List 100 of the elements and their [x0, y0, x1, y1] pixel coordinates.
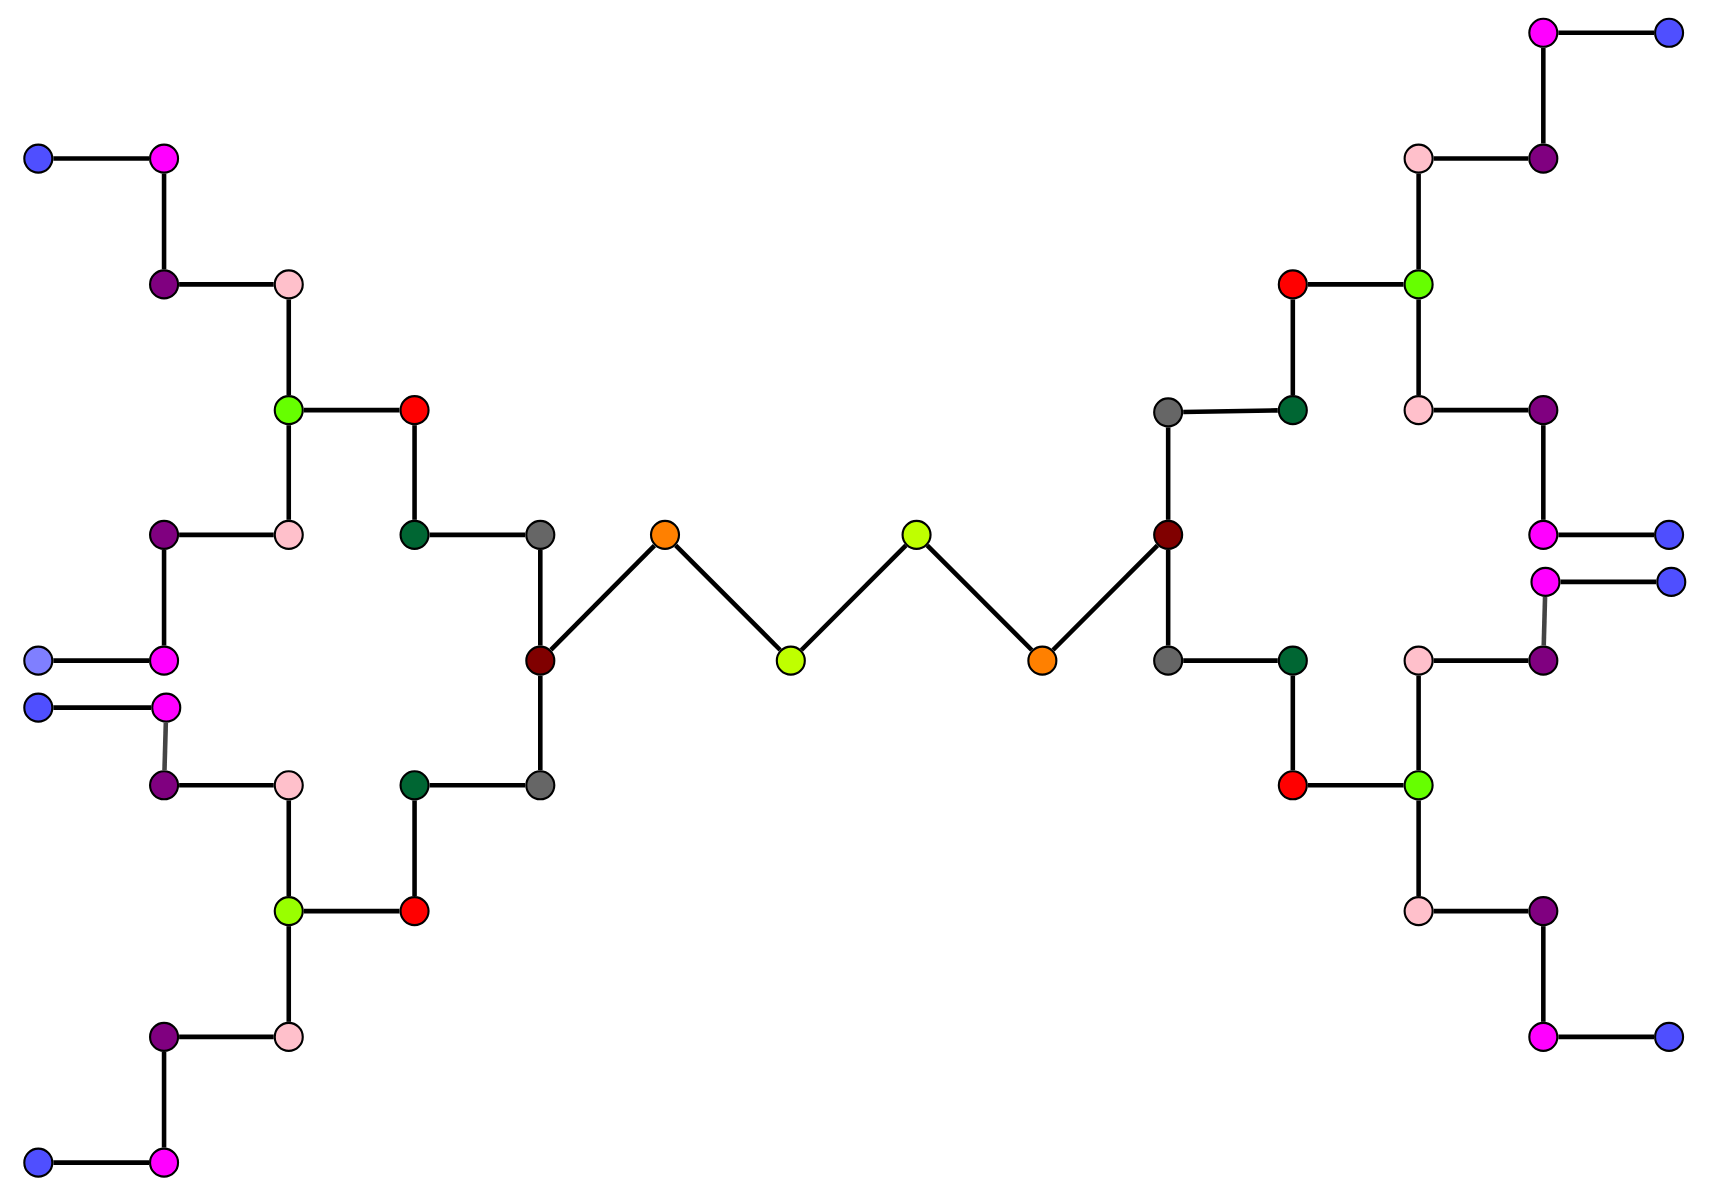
edge-line — [1165, 427, 1171, 520]
edge-line — [674, 543, 782, 652]
circle-node — [1277, 770, 1308, 801]
edge-line — [179, 783, 274, 788]
circle-node — [1654, 519, 1685, 550]
circle-node — [273, 770, 304, 801]
edge-line — [286, 425, 292, 520]
edge-line — [286, 926, 292, 1022]
circle-node — [1528, 143, 1559, 174]
circle-node — [149, 1021, 180, 1052]
edge-line — [538, 549, 543, 646]
circle-node — [1403, 395, 1434, 426]
circle-node — [1277, 645, 1308, 676]
edge-line — [1541, 596, 1548, 646]
edge-line — [1183, 408, 1278, 415]
edge-line — [1307, 282, 1404, 287]
edge-line — [799, 543, 908, 652]
edge-line — [286, 800, 292, 897]
edge-line — [925, 543, 1034, 652]
circle-node — [1027, 645, 1058, 676]
circle-node — [1153, 645, 1184, 676]
edge-line — [549, 543, 657, 652]
edge-line — [303, 908, 400, 914]
edge-line — [429, 783, 526, 788]
edge-line — [286, 299, 292, 396]
edge-line — [412, 800, 417, 897]
edge-line — [1165, 549, 1171, 646]
edge-line — [1416, 800, 1421, 897]
circle-node — [273, 519, 304, 550]
circle-node — [1528, 896, 1559, 927]
circle-node — [399, 896, 430, 927]
circle-node — [1277, 395, 1308, 426]
circle-node — [525, 519, 556, 550]
edge-line — [53, 1160, 149, 1165]
circle-node — [901, 519, 932, 550]
edge-line — [161, 1051, 167, 1148]
edge-line — [1416, 299, 1421, 396]
edge-line — [1558, 532, 1654, 538]
edge-line — [1290, 299, 1296, 396]
circle-node — [149, 1147, 180, 1178]
edge-line — [53, 705, 152, 710]
edge-line — [412, 425, 417, 520]
edge-line — [1051, 543, 1160, 652]
circle-node — [149, 269, 180, 300]
circle-node — [1403, 770, 1434, 801]
circle-node — [1528, 395, 1559, 426]
edge-line — [1433, 908, 1529, 914]
edge-line — [1290, 675, 1296, 771]
circle-node — [273, 269, 304, 300]
edge-line — [1433, 407, 1529, 413]
circle-node — [149, 143, 180, 174]
circle-node — [1277, 269, 1308, 300]
edge-line — [538, 675, 543, 771]
circle-node — [1530, 566, 1561, 597]
circle-node — [1403, 143, 1434, 174]
circle-node — [525, 770, 556, 801]
edge-line — [161, 173, 167, 270]
circle-node — [273, 395, 304, 426]
circle-node — [273, 1021, 304, 1052]
edge-line — [303, 407, 400, 413]
circle-node — [525, 645, 556, 676]
circle-node — [23, 143, 54, 174]
circle-node — [1403, 269, 1434, 300]
edge-line — [179, 1034, 274, 1040]
circle-node — [23, 1147, 54, 1178]
circle-node — [399, 395, 430, 426]
edge-line — [179, 532, 274, 538]
edge-line — [1307, 783, 1404, 788]
circle-node — [1153, 397, 1184, 428]
edge-line — [429, 532, 526, 538]
edge-line — [1558, 1034, 1654, 1040]
edge-line — [161, 549, 167, 646]
circle-node — [1153, 519, 1184, 550]
circle-node — [273, 896, 304, 927]
edge-line — [1541, 425, 1546, 520]
circle-node — [1654, 1021, 1685, 1052]
edge-line — [1416, 675, 1421, 771]
edge-line — [1560, 579, 1657, 585]
edge-line — [1541, 47, 1546, 144]
circle-node — [1528, 645, 1559, 676]
circle-node — [649, 519, 681, 550]
circle-node — [151, 692, 182, 723]
edge-line — [1541, 926, 1546, 1022]
circle-node — [399, 770, 430, 801]
circle-node — [1403, 645, 1434, 676]
circle-node — [1528, 1021, 1559, 1052]
circle-node — [149, 770, 180, 801]
circle-node — [1528, 519, 1559, 550]
circle-node — [23, 645, 54, 676]
edge-line — [1558, 30, 1654, 36]
circle-node — [399, 519, 430, 550]
edge-line — [53, 658, 149, 663]
edge-line — [1433, 156, 1529, 161]
circle-node — [149, 645, 180, 676]
circle-node — [1403, 896, 1434, 927]
edge-line — [1433, 658, 1529, 663]
edge-line — [179, 282, 274, 287]
circle-node — [1528, 17, 1559, 48]
circle-node — [1656, 566, 1687, 597]
edge-line — [162, 722, 169, 771]
